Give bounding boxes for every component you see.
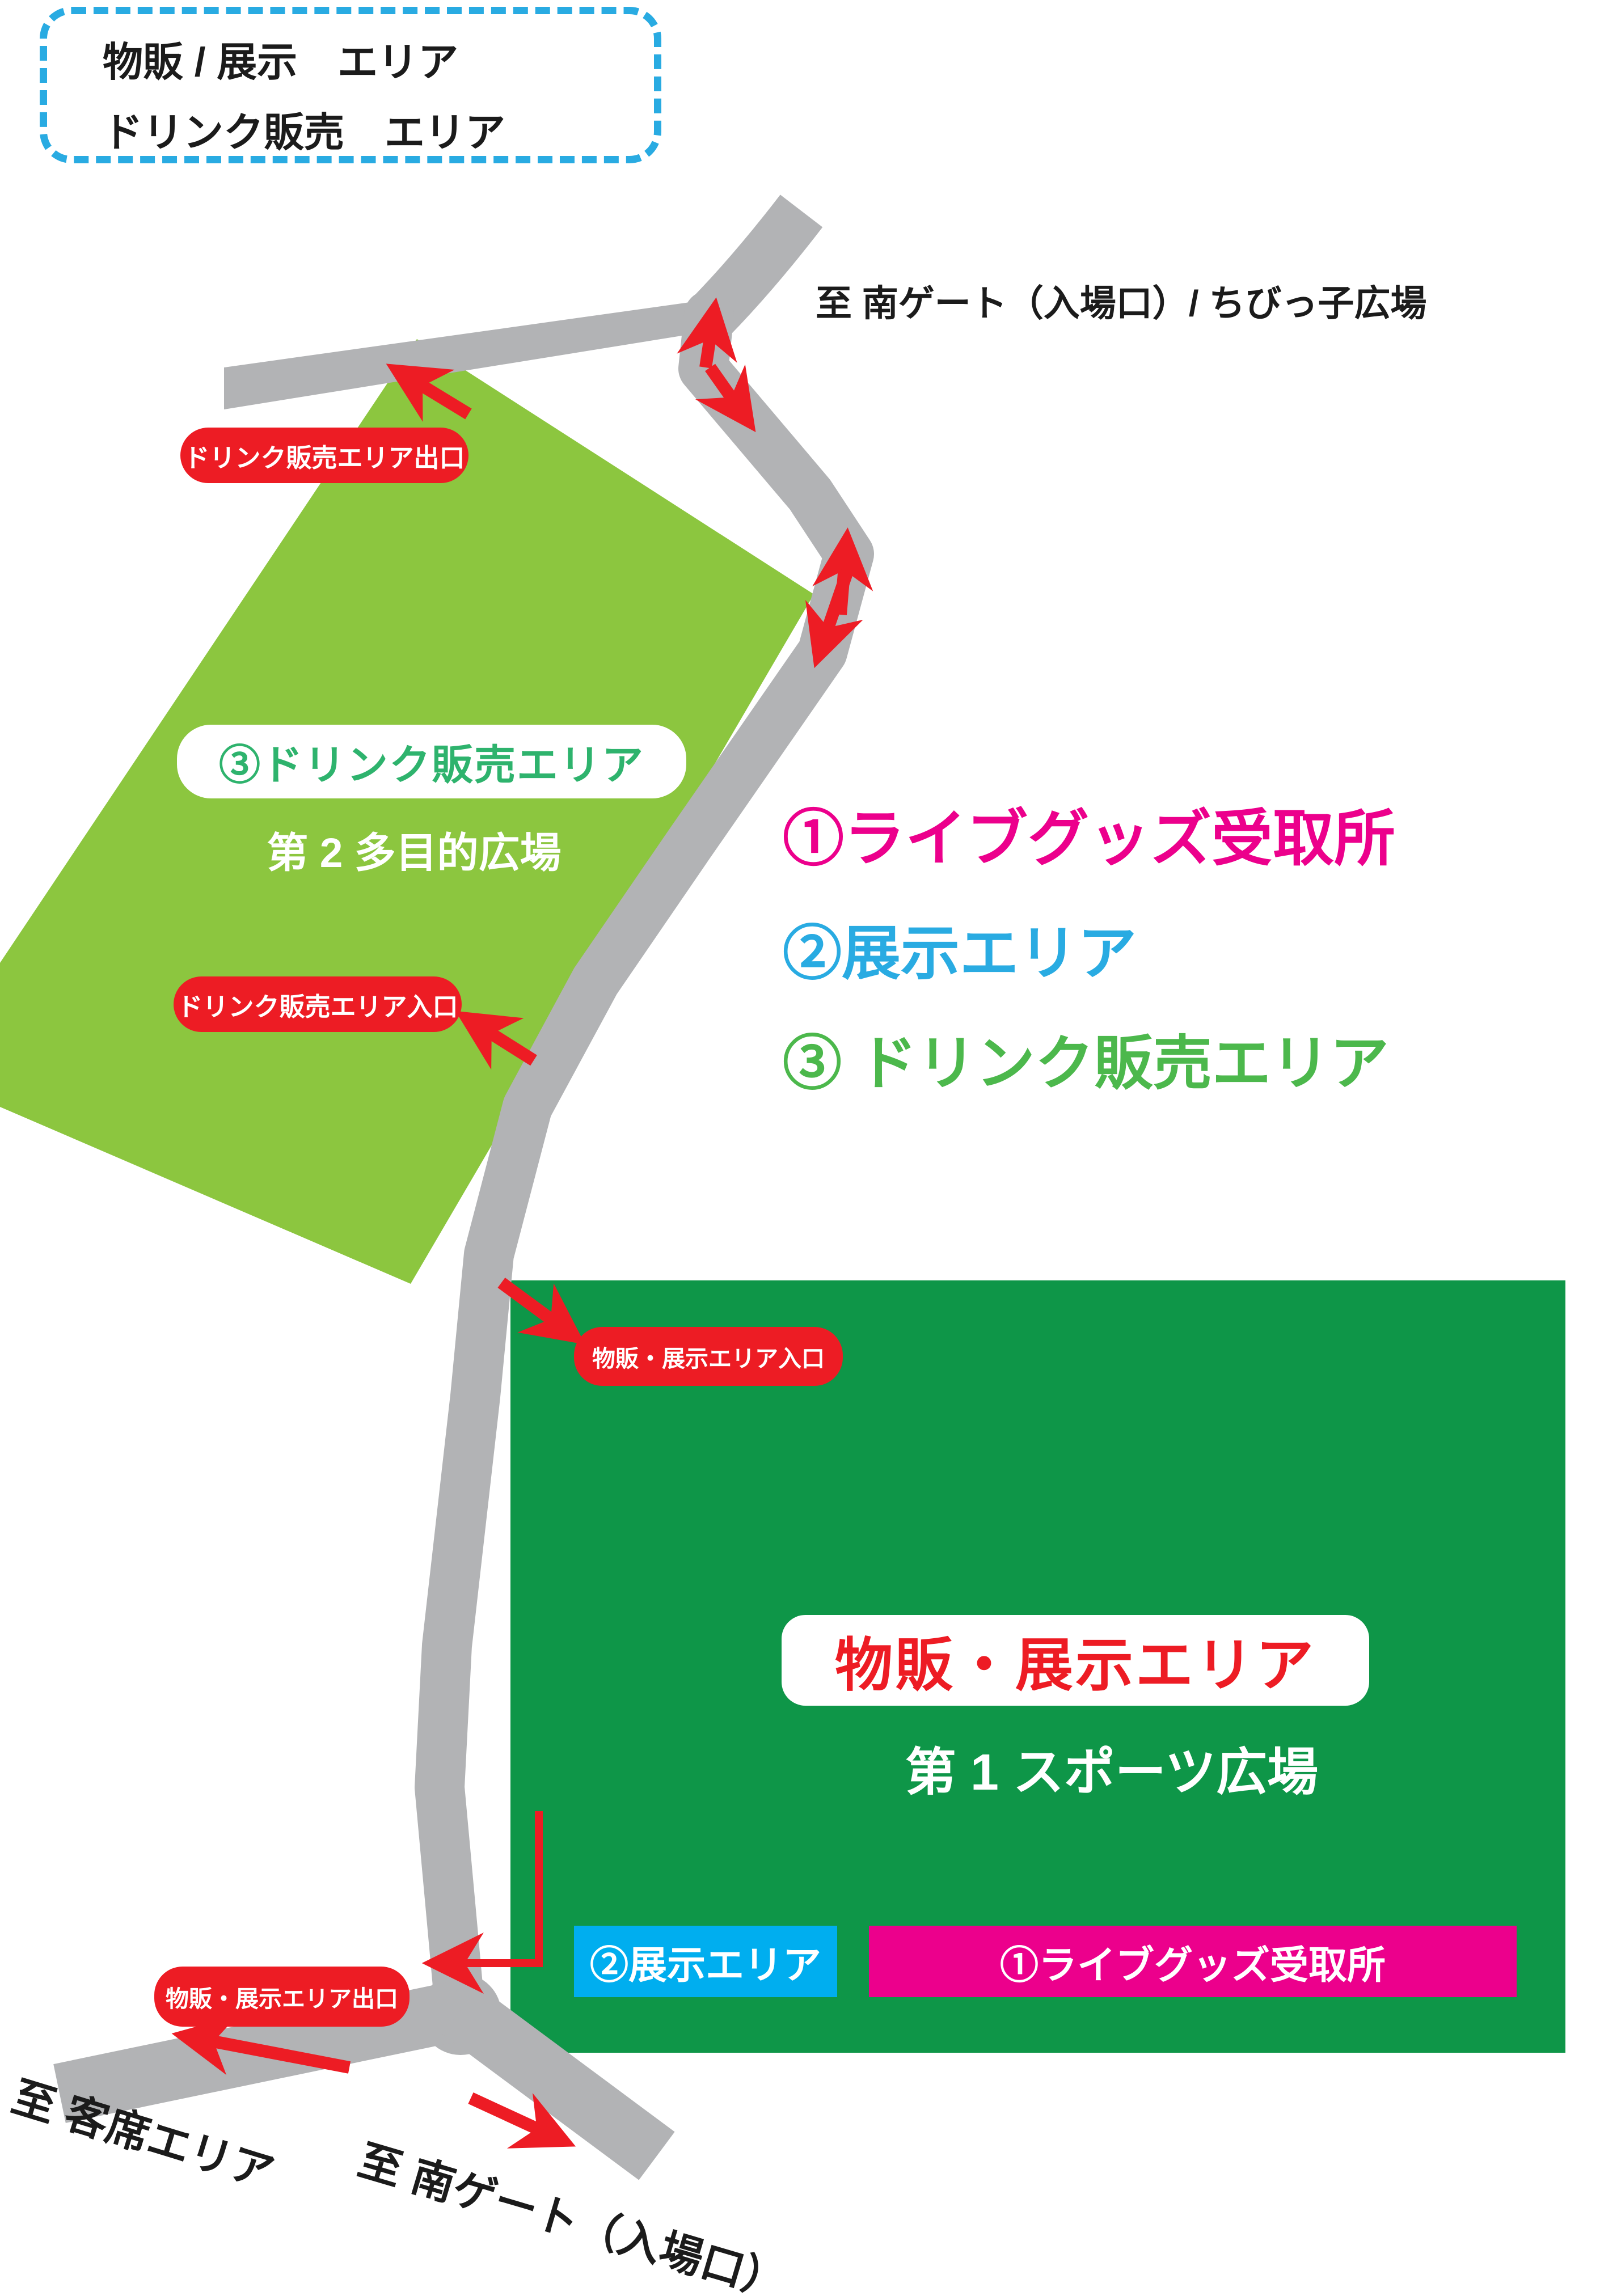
legend-item-drink-area: ③ ドリンク販売エリア: [783, 1031, 1389, 1097]
arrow-bend-down: [805, 569, 863, 669]
goods-area-place-label: 第 1 スポーツ広場: [905, 1744, 1319, 1801]
arrow-to-seats: [171, 2015, 351, 2075]
drink-area-exit-pill: ドリンク販売エリア出口: [180, 428, 468, 483]
goods-area-title-pill: 物販・展示エリア: [782, 1615, 1369, 1706]
drink-area-place-label: 第 2 多目的広場: [267, 830, 562, 876]
drink-area-title-pill: ③ドリンク販売エリア: [177, 725, 686, 798]
exhibit-zone-box: ②展示エリア: [574, 1926, 837, 1997]
area-types-box: 物販 / 展示 エリア ドリンク販売 エリア: [40, 7, 661, 163]
goods-area-exit-pill: 物販・展示エリア出口: [154, 1967, 410, 2027]
arrow-drink-entrance: [455, 1010, 537, 1070]
drink-area-field: [0, 339, 814, 1284]
arrow-junction-up: [677, 297, 737, 369]
arrow-drink-exit: [386, 363, 472, 422]
arrow-to-south-gate: [468, 2092, 576, 2149]
path-to-south-gate: [442, 1986, 675, 2180]
path-main-descent: [415, 290, 874, 2041]
arrow-goods-entrance: [497, 1278, 585, 1345]
legend-item-goods-pickup: ①ライブグッズ受取所: [783, 804, 1396, 873]
drink-area-entrance-pill: ドリンク販売エリア入口: [174, 976, 462, 1032]
legend-item-exhibit-area: ②展示エリア: [783, 921, 1137, 987]
arrow-junction-down: [695, 363, 756, 433]
goods-area-entrance-pill: 物販・展示エリア入口: [574, 1327, 843, 1386]
arrow-goods-exit-route: [421, 1811, 543, 1994]
destination-south-gate-kids-plaza: 至 南ゲート（入場口）/ ちびっ子広場: [816, 283, 1427, 324]
area-type-drink: ドリンク販売 エリア: [103, 111, 506, 155]
area-type-goods-exhibit: 物販 / 展示 エリア: [103, 40, 459, 85]
path-upper-west: [224, 299, 710, 409]
goods-pickup-zone-box: ①ライブグッズ受取所: [869, 1926, 1517, 1997]
